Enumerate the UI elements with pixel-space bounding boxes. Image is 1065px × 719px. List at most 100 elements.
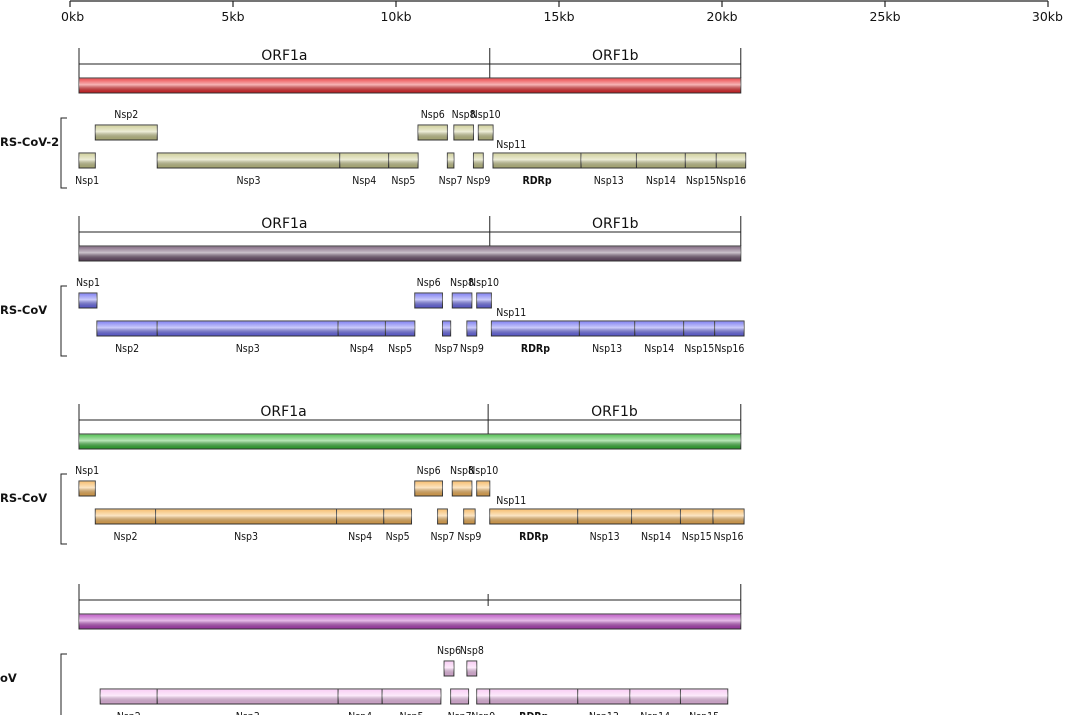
box-nsp8-shade	[452, 481, 472, 496]
label-nsp15: Nsp15	[684, 343, 714, 355]
label-rdrp: RDRp	[522, 175, 551, 187]
box-nsp7-shade	[447, 153, 454, 168]
box-nsp5-shade	[385, 321, 415, 336]
box-nsp4-shade	[336, 509, 384, 524]
box-nsp9-shade	[463, 509, 476, 524]
box-nsp8-shade	[453, 125, 474, 140]
label-nsp3: Nsp3	[237, 175, 261, 187]
box-nsp6-shade	[418, 125, 448, 140]
box-nsp7-shade	[437, 509, 448, 524]
label-nsp13: Nsp13	[594, 175, 624, 187]
box-nsp1-shade	[79, 293, 97, 308]
label-nsp8: Nsp8	[460, 645, 484, 657]
label-nsp7: Nsp7	[430, 531, 454, 543]
label-nsp8: Nsp8	[450, 465, 474, 477]
label-nsp16: Nsp16	[716, 175, 746, 187]
genome-bar-shade	[79, 78, 741, 93]
box-nsp5-shade	[382, 689, 441, 704]
label-nsp8: Nsp8	[450, 277, 474, 289]
label-nsp3: Nsp3	[234, 531, 258, 543]
axis-tick-label: 25kb	[869, 9, 900, 24]
box-rdrp-shade	[489, 509, 578, 524]
box-nsp1-shade	[79, 481, 96, 496]
label-nsp13: Nsp13	[592, 343, 622, 355]
label-nsp9: Nsp9	[460, 343, 484, 355]
box-nsp16-shade	[714, 321, 745, 336]
box-nsp10-shade	[476, 293, 492, 308]
label-nsp6: Nsp6	[421, 109, 445, 121]
label-nsp2: Nsp2	[113, 531, 137, 543]
box-nsp3-shade	[157, 689, 339, 704]
box-nsp5-shade	[388, 153, 419, 168]
orf1b-label: ORF1b	[592, 216, 639, 232]
label-rdrp: RDRp	[519, 531, 548, 543]
box-nsp16-shade	[713, 509, 745, 524]
box-nsp2-shade	[95, 125, 158, 140]
box-nsp15-shade	[680, 509, 714, 524]
label-nsp15: Nsp15	[689, 711, 719, 715]
label-nsp9: Nsp9	[466, 175, 490, 187]
label-nsp10: Nsp10	[469, 277, 499, 289]
label-nsp16: Nsp16	[714, 343, 744, 355]
virus-label: RS-CoV-2	[0, 135, 59, 149]
box-nsp10-shade	[476, 481, 490, 496]
group-bracket	[60, 285, 67, 357]
label-nsp6: Nsp6	[417, 277, 441, 289]
label-nsp11: Nsp11	[496, 307, 526, 319]
genome-bar-shade	[79, 434, 741, 449]
label-nsp5: Nsp5	[388, 343, 412, 355]
label-nsp1: Nsp1	[75, 175, 99, 187]
box-nsp8-shade	[452, 293, 472, 308]
group-bracket	[60, 117, 67, 189]
box-nsp14-shade	[631, 509, 681, 524]
axis-tick-label: 10kb	[380, 9, 411, 24]
box-nsp10-shade	[478, 125, 494, 140]
box-nsp4-shade	[338, 689, 383, 704]
box-nsp1-shade	[79, 153, 96, 168]
label-nsp1: Nsp1	[76, 277, 100, 289]
box-nsp2-shade	[96, 321, 158, 336]
label-nsp5: Nsp5	[386, 531, 410, 543]
label-nsp6: Nsp6	[417, 465, 441, 477]
axis-tick-label: 15kb	[543, 9, 574, 24]
label-nsp8: Nsp8	[452, 109, 476, 121]
label-nsp13: Nsp13	[590, 531, 620, 543]
label-nsp15: Nsp15	[682, 531, 712, 543]
genome-bar-shade	[79, 614, 741, 629]
genome-bar-shade	[79, 246, 741, 261]
box-nsp13-shade	[581, 153, 637, 168]
box-nsp8-shade	[466, 661, 477, 676]
label-nsp14: Nsp14	[644, 343, 674, 355]
label-nsp5: Nsp5	[391, 175, 415, 187]
box-nsp3-shade	[157, 321, 339, 336]
label-nsp11: Nsp11	[496, 139, 526, 151]
label-nsp4: Nsp4	[348, 711, 372, 715]
group-bracket	[60, 653, 67, 719]
label-nsp14: Nsp14	[641, 531, 671, 543]
box-nsp9-shade	[466, 321, 477, 336]
box-nsp3-shade	[155, 509, 337, 524]
axis-tick-label: 0kb	[61, 9, 84, 24]
label-nsp16: Nsp16	[714, 531, 744, 543]
box-nsp14-shade	[629, 689, 681, 704]
label-nsp2: Nsp2	[114, 109, 138, 121]
label-rdrp: RDRp	[519, 711, 548, 715]
label-nsp3: Nsp3	[236, 711, 260, 715]
box-nsp15-shade	[680, 689, 728, 704]
orf1a-label: ORF1a	[261, 48, 307, 64]
label-nsp14: Nsp14	[646, 175, 676, 187]
box-nsp13-shade	[577, 689, 630, 704]
axis-tick-label: 20kb	[706, 9, 737, 24]
box-rdrp-shade	[491, 321, 580, 336]
box-nsp3-shade	[157, 153, 340, 168]
axis-tick-label: 30kb	[1032, 9, 1063, 24]
orf1b-label: ORF1b	[592, 48, 639, 64]
label-nsp4: Nsp4	[352, 175, 376, 187]
